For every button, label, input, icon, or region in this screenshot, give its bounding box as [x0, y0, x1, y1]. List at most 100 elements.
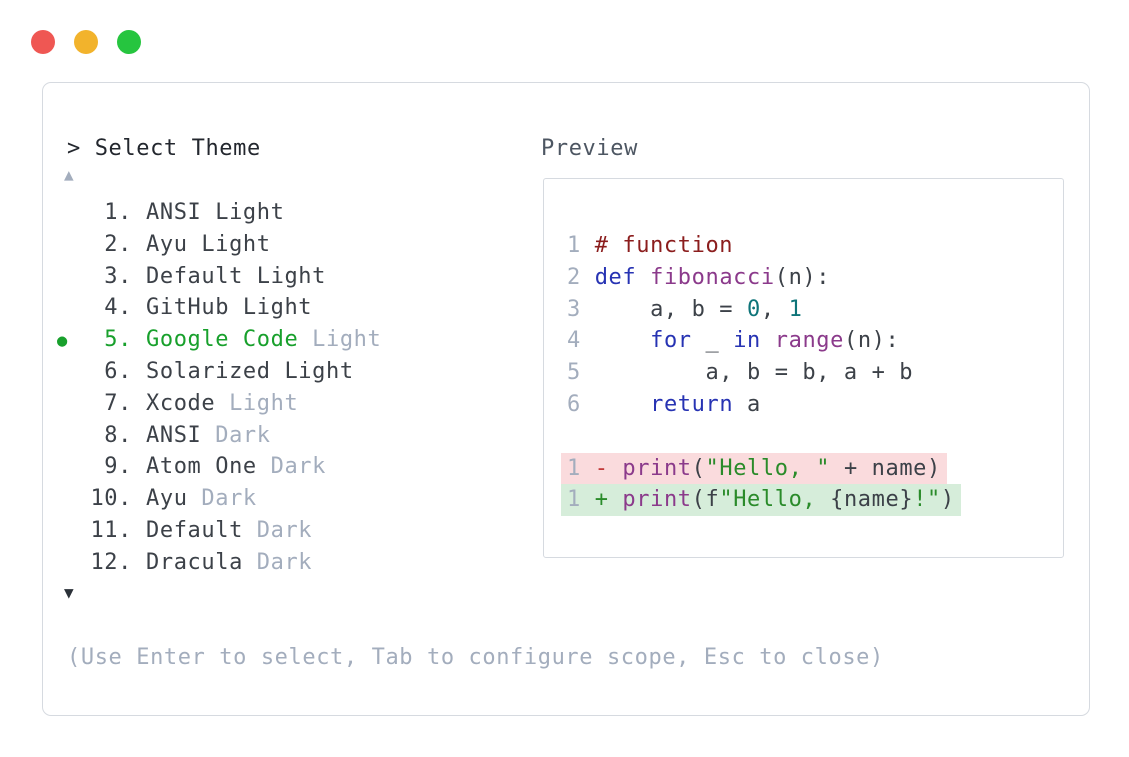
- code-token: (f: [691, 487, 720, 513]
- window-controls: [31, 30, 141, 54]
- selected-bullet-icon: ●: [57, 331, 68, 352]
- scroll-down-icon[interactable]: ▼: [64, 583, 74, 602]
- code-token: def: [594, 264, 637, 290]
- line-number: 4: [567, 328, 595, 354]
- line-number: 1: [567, 455, 595, 481]
- code-token: # function: [594, 233, 734, 258]
- scroll-up-icon[interactable]: ▲: [64, 165, 74, 184]
- line-number: 1: [567, 487, 595, 513]
- code-line: 4 for _ in range(n):: [544, 325, 1063, 357]
- code-token: [595, 392, 650, 417]
- theme-item-11[interactable]: 11.Default Dark: [57, 515, 381, 547]
- code-token: [595, 328, 650, 353]
- theme-item-9[interactable]: 9. Atom One Dark: [57, 451, 381, 483]
- diff-line-removed: 1 - print("Hello, " + name): [544, 452, 1063, 485]
- theme-name: Atom One: [146, 454, 257, 480]
- theme-name: Dracula: [146, 549, 243, 575]
- code-token: [761, 328, 775, 353]
- theme-variant: Dark: [242, 549, 313, 575]
- code-token: a: [733, 391, 761, 417]
- code-line: 5 a, b = b, a + b: [544, 357, 1063, 389]
- code-token: 1: [788, 296, 803, 322]
- theme-number: 9.: [104, 454, 132, 480]
- theme-item-10[interactable]: 10. Ayu Dark: [57, 483, 381, 515]
- code-line: 6 return a: [544, 389, 1063, 421]
- theme-item-6[interactable]: 6.Solarized Light: [57, 356, 381, 388]
- code-token: (: [691, 455, 706, 481]
- code-line: 3 a, b = 0, 1: [544, 294, 1063, 326]
- theme-number: 7.: [104, 390, 132, 416]
- theme-item-4[interactable]: 4. GitHub Light: [57, 292, 381, 324]
- theme-item-2[interactable]: 2. Ayu Light: [57, 229, 381, 261]
- theme-list: 1. ANSI Light 2. Ayu Light 3. Default Light 4.…: [57, 197, 381, 579]
- line-number: 2: [567, 264, 595, 290]
- theme-number: 5.: [104, 327, 132, 353]
- line-number: 3: [567, 296, 595, 322]
- theme-number: 3.: [104, 263, 132, 289]
- theme-item-12[interactable]: 12. Dracula Dark: [57, 547, 381, 579]
- code-token: "Hello,: [719, 487, 831, 513]
- theme-name: Ayu Light: [146, 231, 271, 257]
- theme-item-5[interactable]: ● 5. Google Code Light: [57, 324, 381, 356]
- code-token: a, b = b, a + b: [594, 360, 914, 386]
- footer-hint: (Use Enter to select, Tab to configure s…: [67, 645, 884, 670]
- code-token: -: [594, 455, 623, 481]
- code-token: ,: [760, 296, 789, 322]
- code-token: ): [940, 487, 955, 513]
- code-token: for: [650, 328, 692, 354]
- line-number: 1: [567, 233, 595, 258]
- theme-number: 10.: [90, 486, 132, 512]
- theme-name: GitHub Light: [146, 295, 313, 321]
- theme-name: Default Light: [146, 263, 326, 289]
- code-token: [636, 265, 650, 290]
- code-token: "Hello, ": [705, 455, 831, 481]
- theme-number: 4.: [104, 295, 132, 321]
- code-line: 2 def fibonacci(n):: [544, 262, 1063, 294]
- preview-label: Preview: [541, 136, 638, 161]
- code-token: range: [774, 328, 844, 354]
- minimize-button[interactable]: [74, 30, 98, 54]
- code-token: in: [733, 328, 761, 354]
- theme-number: 2.: [104, 231, 132, 257]
- theme-variant: Dark: [187, 486, 257, 512]
- theme-item-3[interactable]: 3. Default Light: [57, 261, 381, 293]
- code-token: fibonacci: [650, 264, 775, 290]
- code-token: !": [913, 487, 941, 513]
- theme-variant: Light: [298, 327, 382, 353]
- theme-item-1[interactable]: 1. ANSI Light: [57, 197, 381, 229]
- theme-item-8[interactable]: 8. ANSI Dark: [57, 420, 381, 452]
- theme-variant: Dark: [242, 517, 313, 543]
- theme-name: Solarized Light: [146, 358, 354, 384]
- theme-name: Google Code: [146, 327, 299, 353]
- code-token: a, b =: [594, 296, 747, 322]
- code-token: print: [622, 487, 692, 513]
- code-token: (n):: [843, 328, 900, 354]
- theme-number: 1.: [104, 200, 132, 225]
- code-token: _: [691, 328, 734, 354]
- code-token: +: [594, 487, 623, 513]
- diff-highlight: 1 - print("Hello, " + name): [561, 452, 947, 485]
- close-button[interactable]: [31, 30, 55, 54]
- theme-variant: Dark: [256, 454, 326, 480]
- theme-name: Default: [146, 517, 243, 543]
- theme-variant: Light: [215, 390, 299, 416]
- theme-item-7[interactable]: 7.Xcode Light: [57, 388, 381, 420]
- code-token: + name): [830, 455, 941, 481]
- diff-line-added: 1 + print(f"Hello, {name}!"): [544, 484, 1063, 517]
- theme-name: Ayu: [146, 486, 188, 512]
- theme-variant: Dark: [201, 422, 271, 448]
- code-token: (n):: [774, 264, 831, 290]
- maximize-button[interactable]: [117, 30, 141, 54]
- theme-number: 12.: [90, 549, 132, 575]
- theme-name: ANSI Light: [146, 200, 285, 225]
- code-token: 0: [747, 296, 761, 322]
- theme-name: ANSI: [146, 422, 202, 448]
- line-number: 6: [567, 391, 595, 417]
- line-number: 5: [567, 360, 595, 386]
- code-token: {name}: [830, 487, 914, 513]
- theme-number: 8.: [104, 422, 132, 448]
- code-token: return: [650, 391, 734, 417]
